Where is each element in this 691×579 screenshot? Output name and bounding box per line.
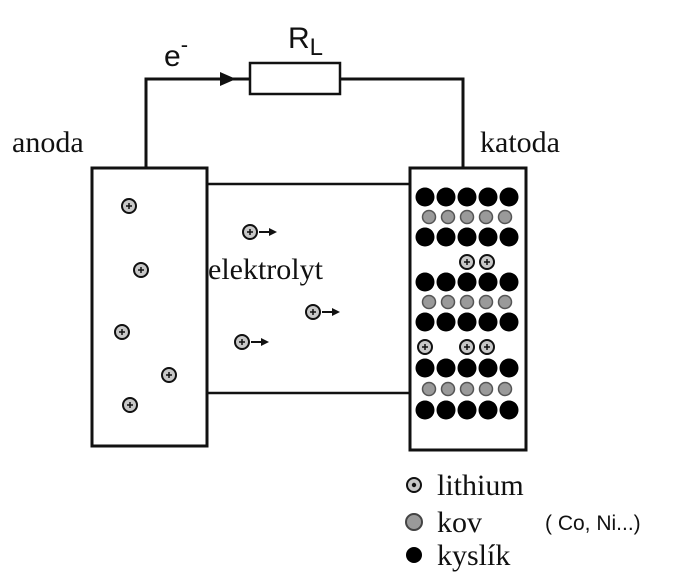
oxygen-atom: [436, 312, 456, 332]
migration-arrow-icon: [322, 308, 340, 316]
oxygen-atom: [478, 227, 498, 247]
metal-atom: [497, 381, 513, 397]
metal-atom-icon: [405, 513, 423, 531]
oxygen-atom: [436, 272, 456, 292]
metal-atom: [440, 294, 456, 310]
oxygen-atom: [415, 400, 435, 420]
oxygen-atom: [478, 400, 498, 420]
metal-atom: [421, 209, 437, 225]
oxygen-atom: [436, 187, 456, 207]
legend-label-metal: kov: [437, 506, 482, 539]
lithium-ion: [417, 339, 433, 355]
lithium-ion: [133, 262, 149, 278]
metal-atom: [478, 294, 494, 310]
metal-atom: [459, 381, 475, 397]
oxygen-atom: [415, 227, 435, 247]
legend-label-oxygen: kyslík: [437, 539, 510, 572]
oxygen-atom: [415, 187, 435, 207]
electron-flow-arrow-icon: [220, 72, 236, 86]
oxygen-atom: [499, 227, 519, 247]
cathode-label: katoda: [480, 126, 560, 159]
oxygen-atom: [499, 400, 519, 420]
migration-arrow-icon: [259, 228, 277, 236]
oxygen-atom: [499, 187, 519, 207]
lithium-ion: [121, 198, 137, 214]
metal-atom: [497, 209, 513, 225]
metal-atom: [478, 209, 494, 225]
oxygen-atom: [436, 227, 456, 247]
metal-atom: [421, 381, 437, 397]
resistor-label: RL: [288, 22, 323, 61]
external-circuit-wire: [144, 77, 250, 168]
metal-atom: [421, 294, 437, 310]
oxygen-atom: [436, 400, 456, 420]
lithium-ion: [459, 339, 475, 355]
metal-atom: [497, 294, 513, 310]
lithium-ion: [479, 254, 495, 270]
oxygen-atom: [499, 312, 519, 332]
lithium-ion: [242, 224, 258, 240]
oxygen-atom: [415, 312, 435, 332]
oxygen-atom: [457, 400, 477, 420]
migration-arrow-icon: [251, 338, 269, 346]
anode-electrode: [90, 166, 209, 448]
lithium-ion: [122, 397, 138, 413]
metal-atom: [440, 381, 456, 397]
metal-atom: [440, 209, 456, 225]
oxygen-atom: [457, 358, 477, 378]
oxygen-atom: [499, 358, 519, 378]
oxygen-atom: [499, 272, 519, 292]
legend-item-metal: kov ( Co, Ni...): [405, 506, 641, 539]
lithium-ion: [459, 254, 475, 270]
anode-label: anoda: [12, 126, 84, 159]
lithium-ion: [305, 304, 321, 320]
oxygen-atom: [415, 272, 435, 292]
legend-item-lithium: lithium: [406, 469, 524, 502]
electron-label: e-: [164, 32, 188, 73]
oxygen-atom: [436, 358, 456, 378]
oxygen-atom: [457, 272, 477, 292]
lithium-ion: [479, 339, 495, 355]
external-circuit-wire-right: [340, 77, 465, 168]
oxygen-atom: [478, 358, 498, 378]
lithium-ion: [161, 367, 177, 383]
legend-label-lithium: lithium: [437, 469, 524, 502]
cathode-lattice: [415, 187, 519, 420]
electrolyte-lithium-ions: [234, 224, 340, 350]
legend-note-metal: ( Co, Ni...): [545, 512, 641, 535]
legend-item-oxygen: kyslík: [406, 539, 510, 572]
oxygen-atom: [415, 358, 435, 378]
oxygen-atom: [457, 312, 477, 332]
oxygen-atom: [457, 187, 477, 207]
metal-atom: [459, 209, 475, 225]
lithium-ion: [114, 324, 130, 340]
oxygen-atom-icon: [406, 547, 422, 563]
oxygen-atom: [478, 272, 498, 292]
electrolyte-label: elektrolyt: [208, 253, 324, 286]
metal-atom: [459, 294, 475, 310]
metal-atom: [478, 381, 494, 397]
oxygen-atom: [457, 227, 477, 247]
lithium-ion-icon: [406, 477, 422, 493]
oxygen-atom: [478, 187, 498, 207]
anode-lithium-ions: [114, 198, 177, 413]
load-resistor: [248, 61, 342, 96]
oxygen-atom: [478, 312, 498, 332]
legend: lithium kov ( Co, Ni...) kyslík: [405, 469, 641, 572]
lithium-ion: [234, 334, 250, 350]
